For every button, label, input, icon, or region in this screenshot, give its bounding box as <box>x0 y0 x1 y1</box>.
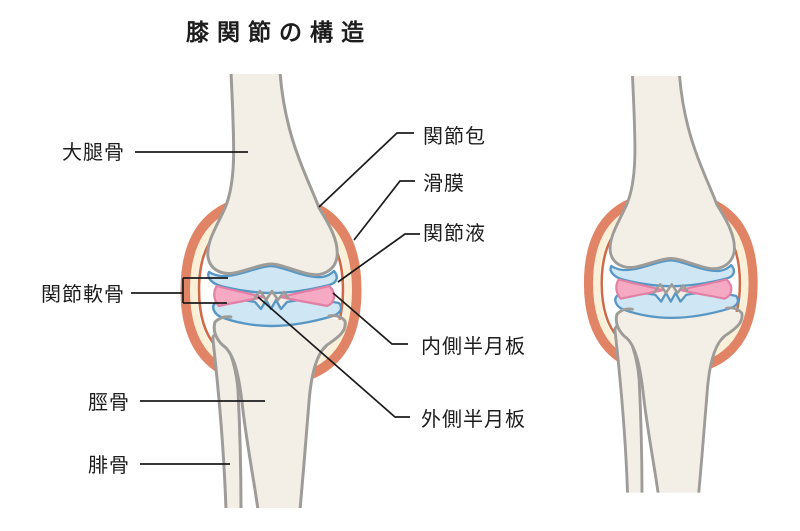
leader-joint-capsule <box>318 132 414 208</box>
label-lateral-meniscus: 外側半月板 <box>421 407 526 431</box>
leader-articular-cartilage <box>131 277 228 304</box>
label-fibula: 腓骨 <box>88 453 130 477</box>
label-medial-meniscus: 内側半月板 <box>421 334 526 358</box>
leader-synovial-membrane <box>353 180 415 241</box>
small-knee-figure <box>589 74 753 494</box>
label-femur: 大腿骨 <box>62 140 125 164</box>
label-synovial-fluid: 関節液 <box>423 221 486 245</box>
leader-lateral-meniscus <box>257 296 410 418</box>
page-title: 膝関節の構造 <box>186 20 372 46</box>
leader-medial-meniscus <box>332 292 408 345</box>
leader-lines <box>131 132 420 465</box>
main-knee-figure <box>186 72 357 510</box>
label-synovial-membrane: 滑膜 <box>423 171 465 195</box>
label-tibia: 脛骨 <box>88 390 130 414</box>
label-articular-cartilage: 関節軟骨 <box>41 282 125 306</box>
leader-synovial-fluid <box>337 233 420 283</box>
label-joint-capsule: 関節包 <box>423 124 486 148</box>
